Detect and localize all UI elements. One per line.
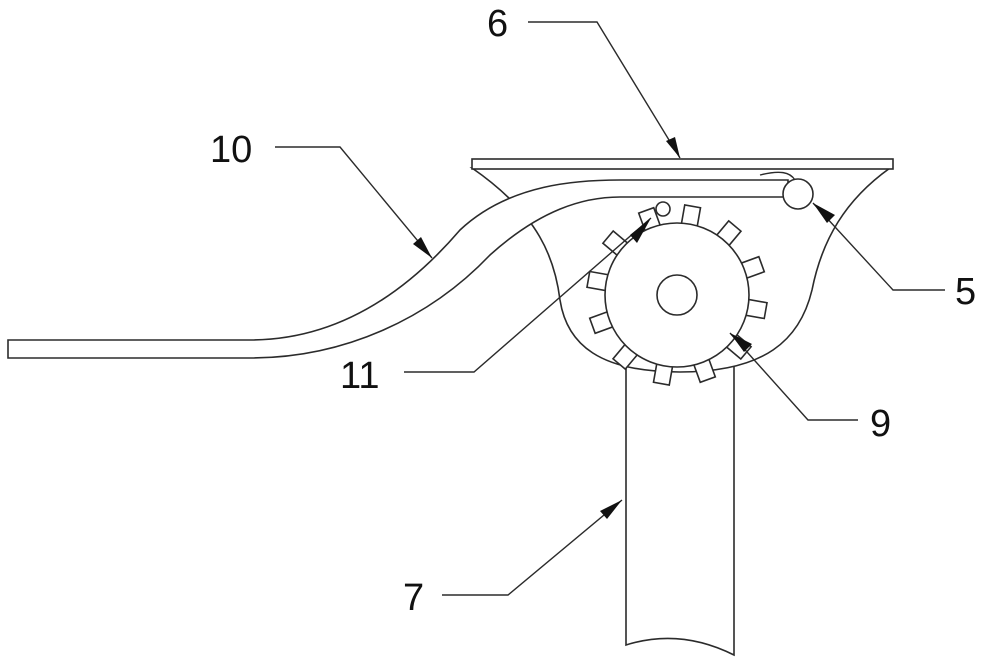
leader-roller — [812, 202, 945, 291]
arrowhead-small-pin — [630, 218, 651, 243]
arrowhead-curved-arm — [413, 237, 432, 258]
arrowhead-roller — [813, 203, 835, 223]
label-roller: 5 — [955, 271, 976, 313]
label-small-pin: 11 — [340, 355, 379, 397]
roller — [782, 178, 814, 210]
label-top-plate: 6 — [487, 3, 508, 45]
leader-support-post — [442, 499, 623, 596]
arrowhead-top-plate — [666, 137, 680, 158]
spring-hook — [759, 171, 796, 181]
leader-small-pin — [404, 217, 652, 373]
small-pin — [655, 201, 671, 217]
label-curved-arm: 10 — [210, 129, 252, 171]
leader-gear — [729, 332, 858, 421]
leader-curved-arm — [275, 146, 433, 259]
label-gear: 9 — [870, 403, 891, 445]
label-support-post: 7 — [403, 577, 424, 619]
support-post — [625, 339, 735, 657]
leader-top-plate — [528, 21, 681, 159]
arrowhead-support-post — [600, 500, 622, 519]
gear-hub — [656, 274, 698, 316]
top-plate — [471, 158, 894, 170]
gear — [586, 204, 768, 386]
arrowhead-gear — [730, 333, 752, 352]
